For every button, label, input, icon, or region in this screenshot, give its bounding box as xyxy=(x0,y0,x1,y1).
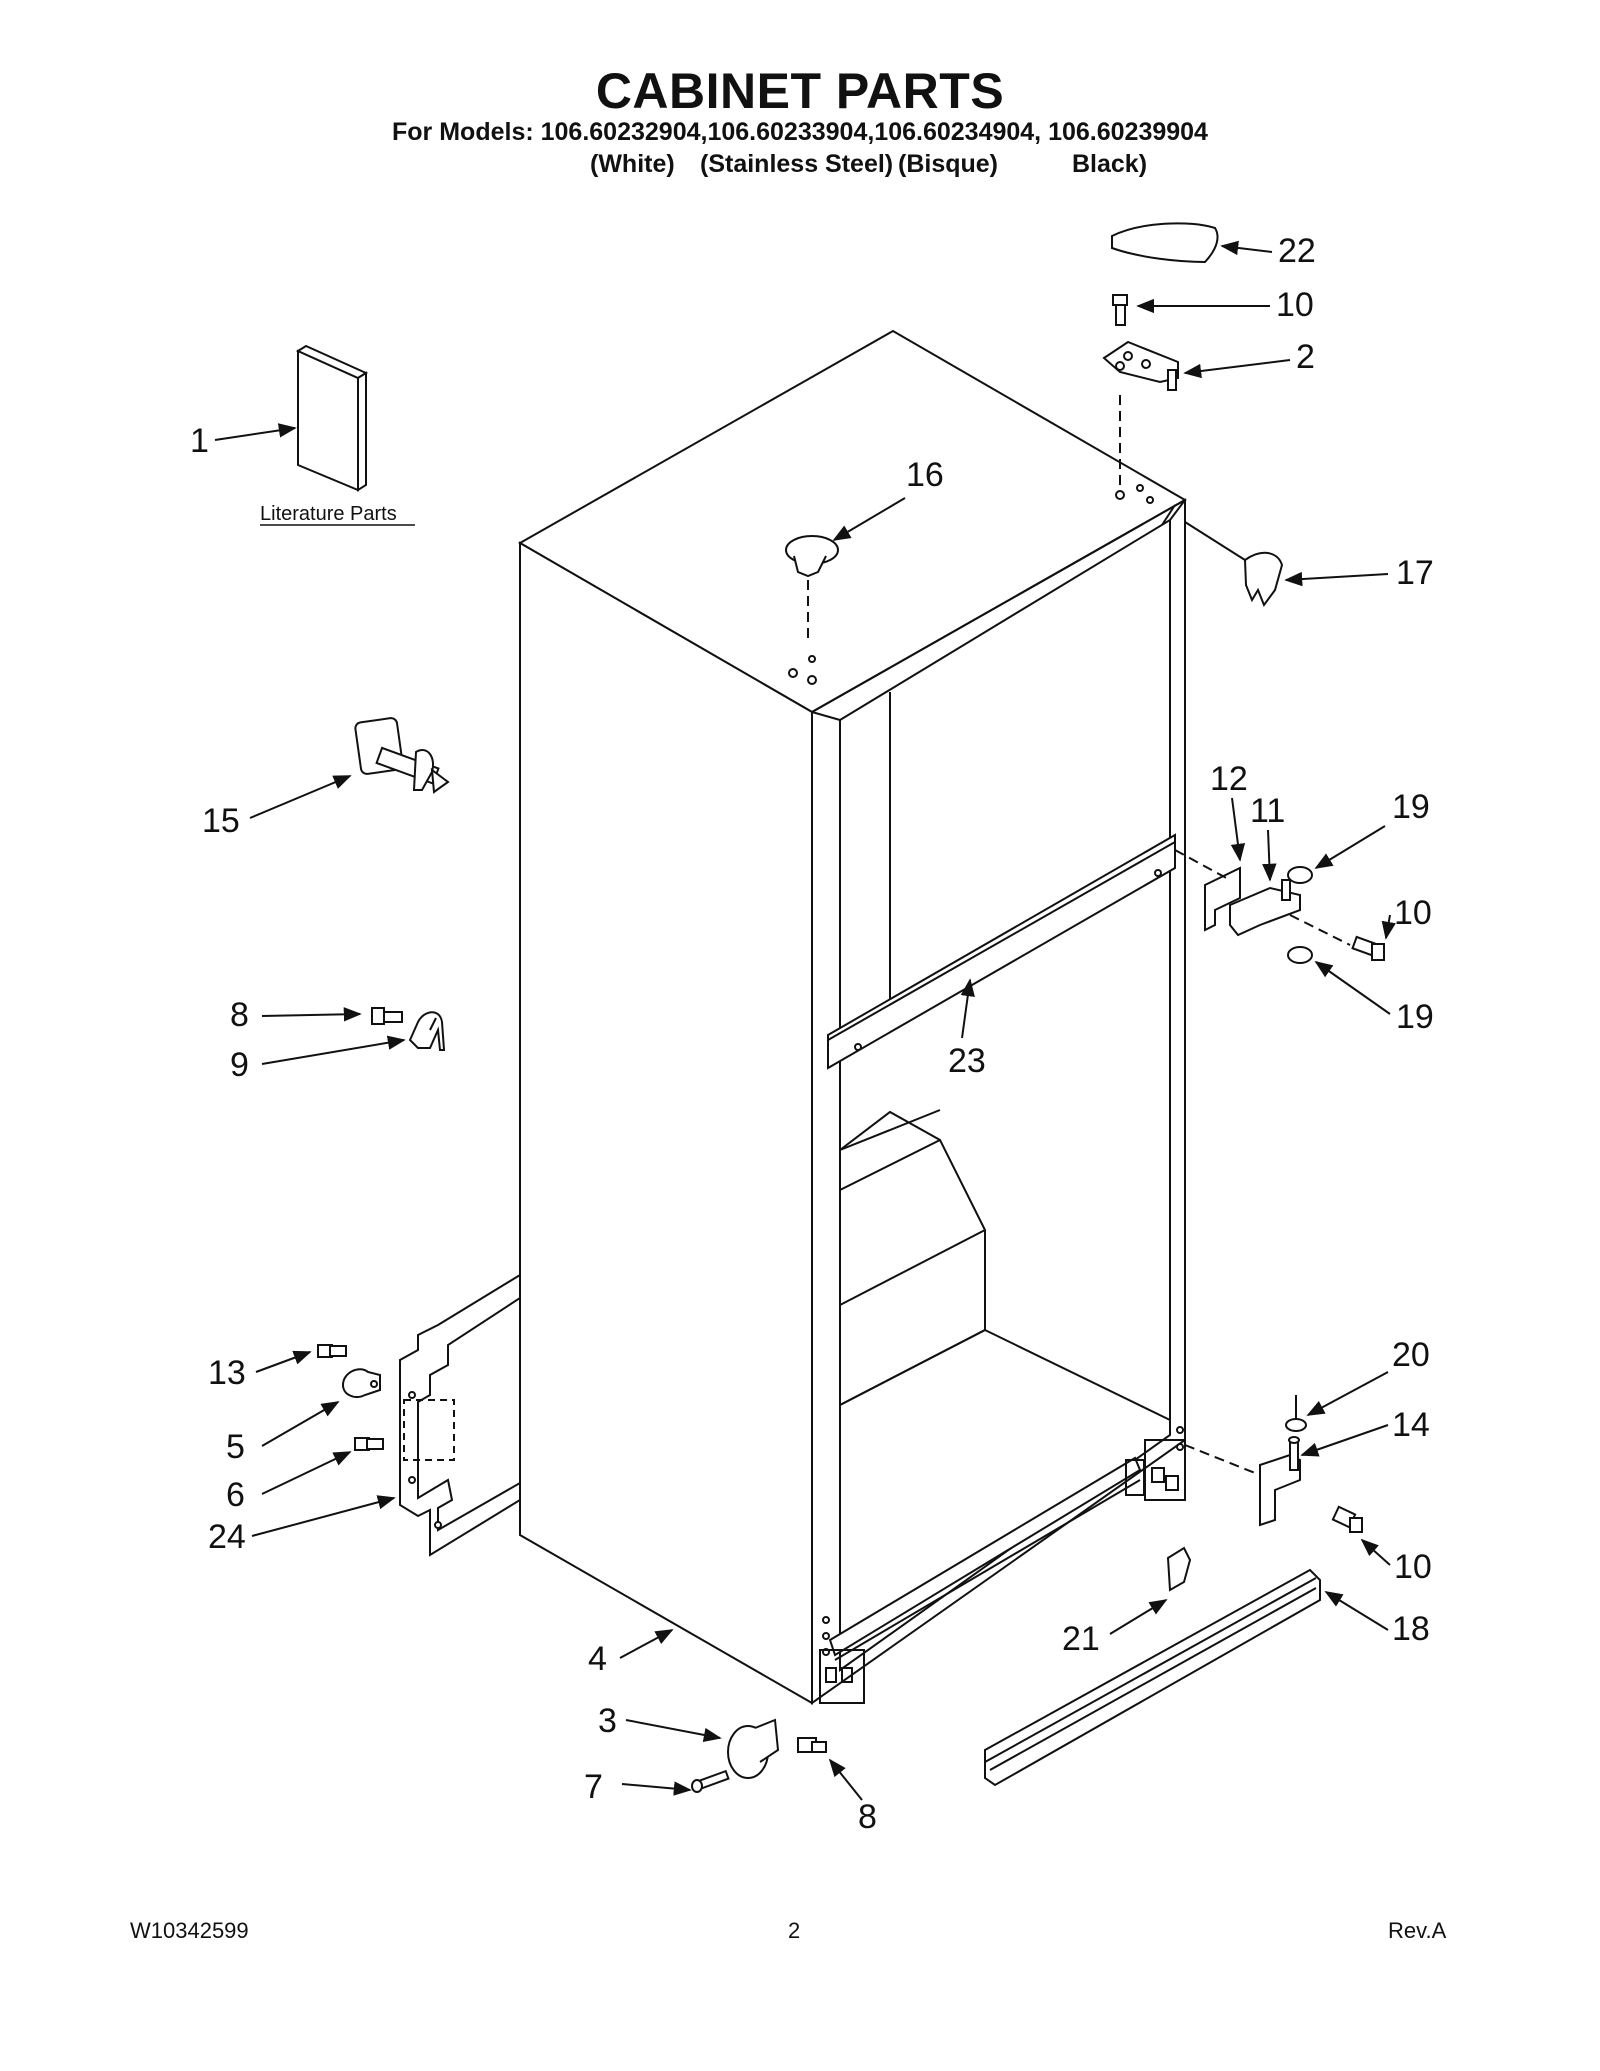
callout-14: 14 xyxy=(1392,1406,1430,1444)
washer-upper xyxy=(1287,866,1313,884)
center-hinge xyxy=(1204,866,1301,937)
revision-label: Rev.A xyxy=(1388,1918,1447,1943)
callout-6: 6 xyxy=(226,1476,245,1514)
washer-lower xyxy=(1287,946,1313,964)
callout-7: 7 xyxy=(584,1768,603,1806)
screw-top xyxy=(1112,294,1128,326)
callout-13: 13 xyxy=(208,1354,246,1392)
callout-12: 12 xyxy=(1210,760,1248,798)
color-stainless: (Stainless Steel) xyxy=(700,150,894,178)
callout-10-bottom: 10 xyxy=(1394,1548,1432,1586)
callout-5: 5 xyxy=(226,1428,245,1466)
left-bottom-hardware xyxy=(317,1344,384,1451)
callout-2: 2 xyxy=(1296,338,1315,376)
callout-18: 18 xyxy=(1392,1610,1430,1648)
callout-labels: 1 2 3 4 5 6 7 8 8 9 10 10 10 11 12 13 14… xyxy=(190,232,1434,1836)
models-line: For Models: 106.60232904,106.60233904,10… xyxy=(392,118,1208,146)
color-bisque: (Bisque) xyxy=(898,150,998,178)
callout-15: 15 xyxy=(202,802,240,840)
callout-20: 20 xyxy=(1392,1336,1430,1374)
callout-23: 23 xyxy=(948,1042,986,1080)
rear-bracket xyxy=(399,1273,521,1557)
callout-8-left: 8 xyxy=(230,996,249,1034)
callout-21: 21 xyxy=(1062,1620,1100,1658)
screw-and-clip-left xyxy=(371,1007,446,1051)
screw-mid xyxy=(1351,935,1385,961)
callout-17: 17 xyxy=(1396,554,1434,592)
callout-11: 11 xyxy=(1250,792,1285,830)
literature-booklet xyxy=(295,344,369,492)
doc-number: W10342599 xyxy=(130,1918,249,1943)
top-hinge xyxy=(1102,340,1179,391)
color-black: Black) xyxy=(1072,150,1148,178)
toe-grille xyxy=(984,1546,1321,1787)
door-stop-pin xyxy=(354,717,450,794)
hinge-clip xyxy=(1243,551,1284,608)
callout-10-mid: 10 xyxy=(1394,894,1432,932)
leader-arrows xyxy=(214,240,1396,1801)
callout-19-upper: 19 xyxy=(1392,788,1430,826)
callout-16: 16 xyxy=(906,456,944,494)
callout-9: 9 xyxy=(230,1046,249,1084)
hinge-cap xyxy=(1111,222,1219,264)
top-plug xyxy=(785,535,839,578)
callout-1: 1 xyxy=(190,422,209,460)
bottom-hinge xyxy=(1259,1395,1363,1533)
cabinet-body xyxy=(517,329,1188,1705)
callout-4: 4 xyxy=(588,1640,607,1678)
color-white: (White) xyxy=(590,150,675,178)
callout-19-lower: 19 xyxy=(1396,998,1434,1036)
bottom-roller-assembly xyxy=(691,1718,827,1793)
callout-10-top: 10 xyxy=(1276,286,1314,324)
callout-8-bottom: 8 xyxy=(858,1798,877,1836)
callout-3: 3 xyxy=(598,1702,617,1740)
callout-22: 22 xyxy=(1278,232,1316,270)
literature-label: Literature Parts xyxy=(260,503,397,525)
callout-24: 24 xyxy=(208,1518,246,1556)
page-number: 2 xyxy=(788,1918,801,1943)
page-title: CABINET PARTS xyxy=(595,63,1005,119)
